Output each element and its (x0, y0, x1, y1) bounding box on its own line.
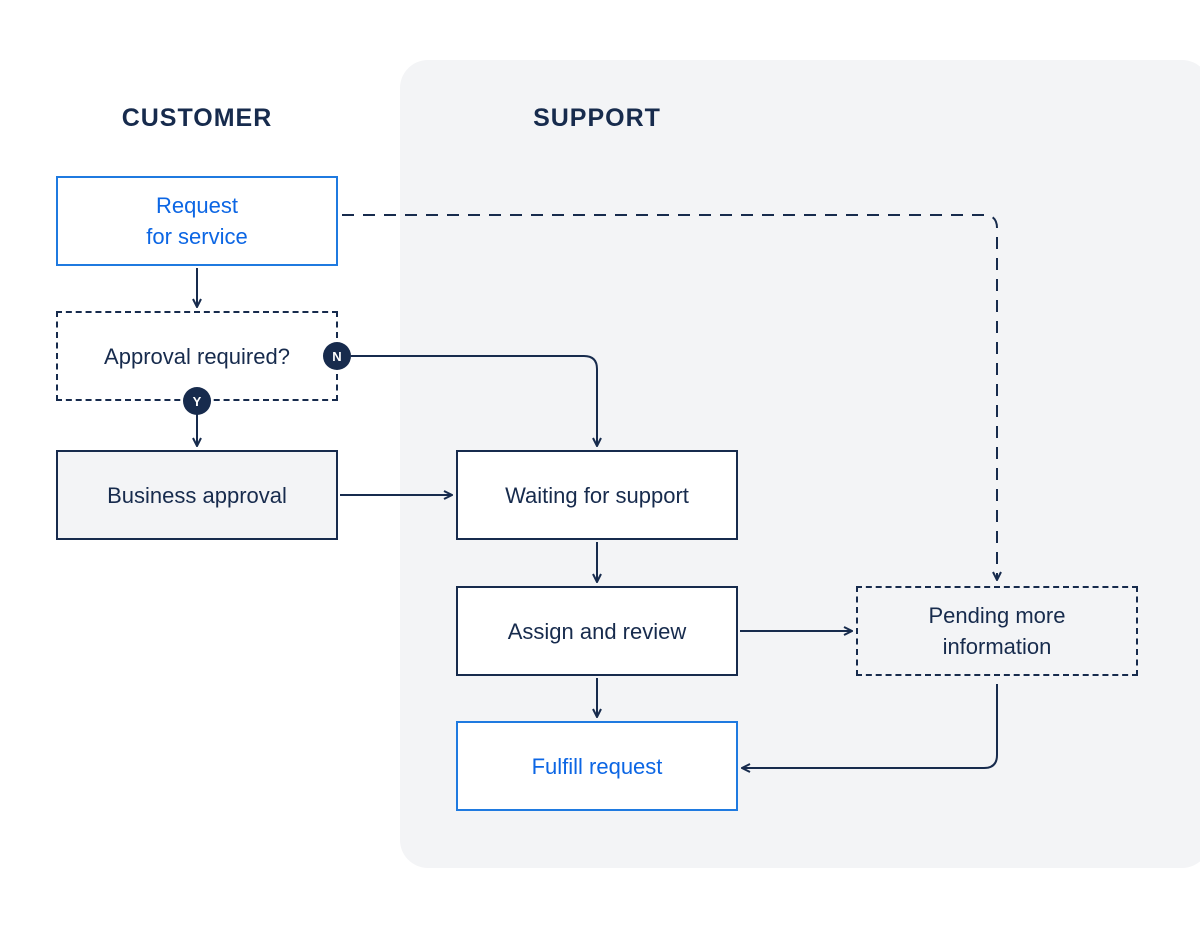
yes-badge: Y (183, 387, 211, 415)
pending-label-line1: Pending more (928, 603, 1066, 628)
request-for-service-node: Request for service (56, 176, 338, 266)
waiting-label: Waiting for support (505, 482, 689, 508)
waiting-for-support-node: Waiting for support (456, 450, 738, 540)
request-label-line2: for service (146, 224, 248, 249)
arrow-no-to-waiting (351, 355, 597, 445)
fulfill-request-node: Fulfill request (456, 721, 738, 811)
pending-label-line2: information (942, 634, 1052, 659)
fulfill-label: Fulfill request (531, 753, 663, 779)
assign-label: Assign and review (507, 618, 687, 644)
approval-label: Approval required? (104, 343, 290, 369)
no-badge: N (323, 342, 351, 370)
assign-and-review-node: Assign and review (456, 586, 738, 676)
customer-lane-title: CUSTOMER (121, 104, 273, 132)
business-label: Business approval (107, 482, 287, 508)
arrow-pending-to-fulfill (743, 684, 998, 768)
business-approval-node: Business approval (56, 450, 338, 540)
support-lane-title: SUPPORT (533, 104, 661, 132)
arrow-request-to-pending (342, 214, 997, 579)
request-label-line1: Request (156, 193, 238, 218)
pending-more-information-node: Pending more information (856, 586, 1138, 676)
